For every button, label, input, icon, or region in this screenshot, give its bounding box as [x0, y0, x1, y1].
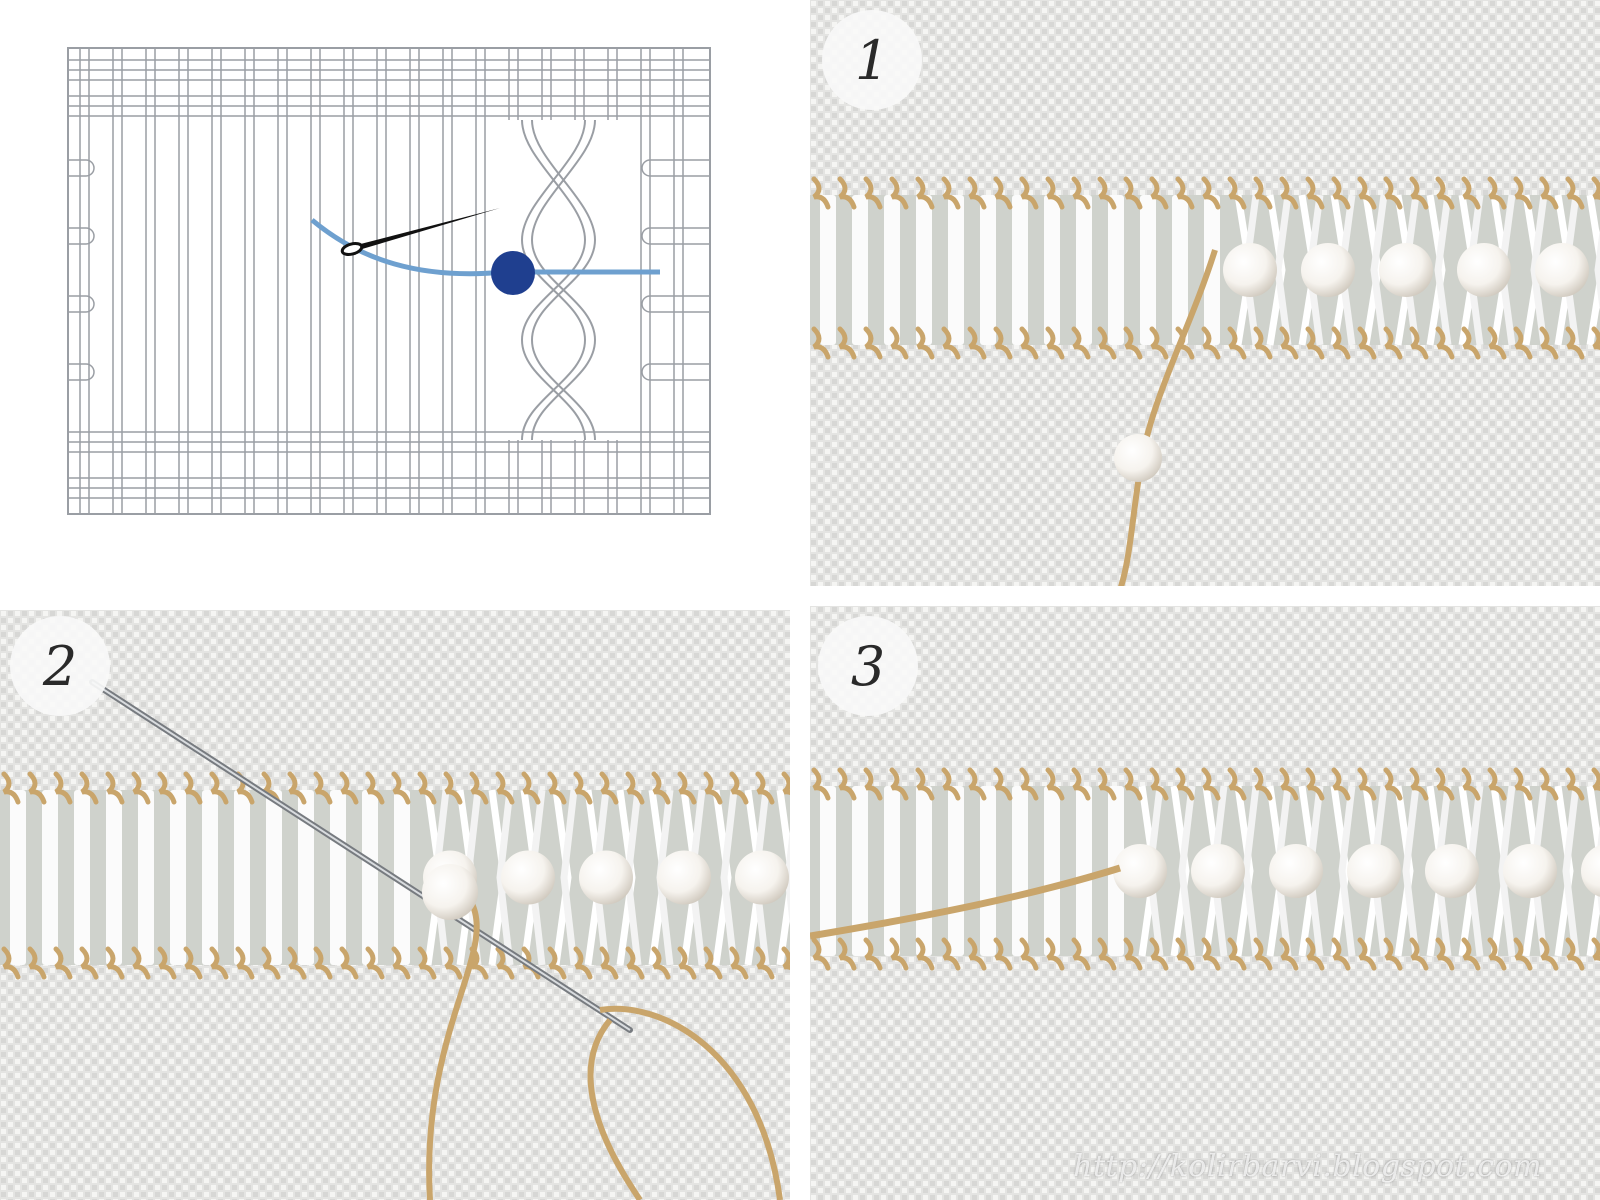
step-3-photo: 3 http://kolirbarvi.blogspot.com [810, 606, 1600, 1200]
step-badge: 3 [818, 616, 918, 716]
pearl-icon [1457, 243, 1511, 297]
panel-divider [790, 0, 810, 1200]
pearl-icon [1379, 243, 1433, 297]
pearl-icon [1425, 844, 1479, 898]
pearl-icon [1223, 243, 1277, 297]
step-2-photo: 2 [0, 610, 790, 1200]
stitch-diagram-panel [0, 0, 790, 590]
step-1-illustration [810, 0, 1600, 586]
pearl-icon [1347, 844, 1401, 898]
step-badge: 1 [822, 10, 922, 110]
pearl-icon [1503, 844, 1557, 898]
pearl-icon [657, 850, 711, 905]
pearl-icon [735, 850, 789, 905]
pearl-icon [579, 850, 633, 905]
working-thread [310, 218, 660, 277]
pearl-icon [1581, 845, 1600, 897]
twisted-thread-group [520, 119, 597, 441]
bead-icon [491, 251, 535, 295]
step-2-illustration [0, 610, 790, 1200]
step-1-photo: 1 [810, 0, 1600, 586]
pearl-icon [501, 850, 555, 905]
watermark: http://kolirbarvi.blogspot.com [1073, 1149, 1542, 1184]
pearl-icon [1191, 844, 1245, 898]
pearl-icon [422, 864, 478, 920]
needle-icon [340, 208, 500, 256]
pearl-icon [1114, 434, 1162, 482]
stitch-diagram [67, 47, 711, 515]
pearl-icon [1301, 243, 1355, 297]
pearl-icon [1535, 243, 1589, 297]
pearl-icon [1113, 844, 1167, 898]
step-badge: 2 [10, 616, 110, 716]
step-3-illustration [810, 606, 1600, 1200]
pearl-icon [1269, 844, 1323, 898]
